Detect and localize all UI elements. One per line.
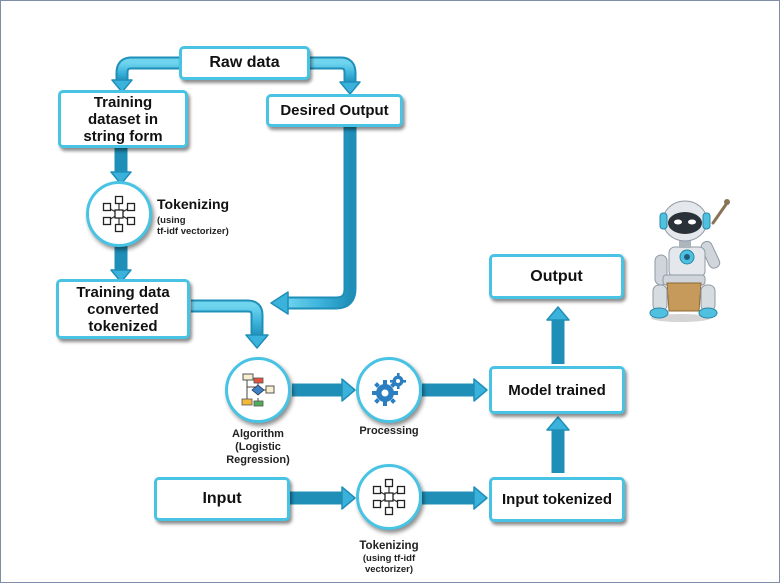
gears-icon bbox=[372, 373, 406, 406]
training-converted-box: Training data converted tokenized bbox=[56, 279, 190, 339]
tokenizing-subtitle: (using tf-idf vectorizer) bbox=[157, 215, 229, 237]
output-box: Output bbox=[489, 254, 624, 299]
model-trained-label: Model trained bbox=[508, 381, 606, 399]
cubes-network-icon bbox=[372, 478, 406, 516]
input-label: Input bbox=[202, 490, 242, 507]
algorithm-label-line-3: Regression) bbox=[226, 454, 290, 466]
tokenizing-circle bbox=[86, 181, 152, 247]
tokenizing-subtitle-line-2: tf-idf vectorizer) bbox=[157, 226, 229, 237]
connector-desired-to-algorithm bbox=[286, 126, 357, 310]
raw-data-box: Raw data bbox=[179, 46, 310, 80]
tokenizing2-label-line-3: vectorizer) bbox=[364, 564, 414, 575]
training-converted-line-3: tokenized bbox=[88, 317, 158, 335]
tokenizing2-label-line-2: (using tf-idf bbox=[362, 553, 416, 564]
processing-label: Processing bbox=[359, 425, 419, 437]
desired-output-box: Desired Output bbox=[266, 94, 403, 127]
model-trained-box: Model trained bbox=[489, 366, 625, 414]
training-dataset-box: Training dataset in string form bbox=[58, 90, 188, 148]
robot-mascot-icon bbox=[649, 199, 730, 322]
algorithm-label: Algorithm (Logistic Regression) bbox=[208, 428, 308, 467]
tokenizing-subtitle-line-1: (using bbox=[157, 215, 186, 226]
training-dataset-line-2: dataset in bbox=[87, 110, 159, 128]
algorithm-label-line-1: Algorithm bbox=[232, 428, 284, 440]
training-dataset-line-3: string form bbox=[83, 127, 163, 145]
training-converted-line-2: converted bbox=[87, 300, 159, 318]
output-label: Output bbox=[530, 267, 583, 285]
input-box: Input bbox=[154, 477, 290, 521]
algorithm-label-line-2: (Logistic bbox=[235, 441, 281, 453]
desired-output-label: Desired Output bbox=[280, 102, 389, 119]
tokenizing-title: Tokenizing bbox=[157, 196, 230, 212]
processing-circle bbox=[356, 357, 422, 423]
training-converted-line-1: Training data bbox=[76, 283, 170, 301]
flowchart-icon bbox=[241, 373, 275, 407]
tokenizing2-label: Tokenizing (using tf-idf vectorizer) bbox=[339, 540, 439, 575]
tokenizing2-circle bbox=[356, 464, 422, 530]
tokenizing2-label-line-1: Tokenizing bbox=[359, 540, 419, 552]
algorithm-circle bbox=[225, 357, 291, 423]
input-tokenized-box: Input tokenized bbox=[489, 477, 625, 522]
cubes-network-icon bbox=[102, 195, 136, 233]
input-tokenized-label: Input tokenized bbox=[502, 491, 612, 508]
raw-data-label: Raw data bbox=[209, 54, 280, 71]
training-dataset-line-1: Training bbox=[93, 93, 153, 111]
